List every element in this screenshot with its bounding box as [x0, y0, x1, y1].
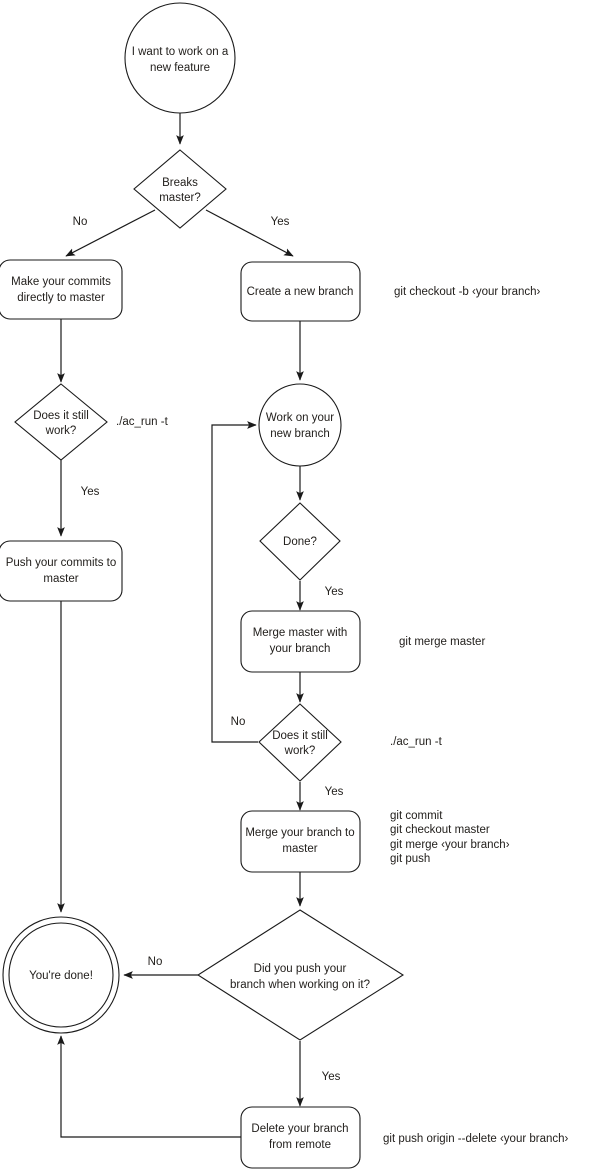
edge-label-breaks-no: No: [73, 216, 88, 228]
node-does-it-work-2[interactable]: Does it still work?: [258, 703, 342, 782]
create-branch-label: Create a new branch: [247, 286, 354, 298]
does-it-work-2-diamond: [258, 703, 342, 782]
node-make-commits[interactable]: Make your commits directly to master: [0, 259, 123, 320]
node-done-question[interactable]: Done?: [259, 502, 341, 581]
push-commits-label-line1: Push your commits to: [6, 557, 117, 569]
node-youre-done[interactable]: You're done!: [2, 916, 120, 1034]
node-work-on-branch[interactable]: Work on your new branch: [258, 383, 342, 467]
edge-label-does-it-work-2-no: No: [231, 716, 246, 728]
edge-label-did-you-push-yes: Yes: [322, 1071, 341, 1083]
edge-does-it-work2-no-loop-to-work-on-branch: [211, 421, 258, 743]
delete-branch-box: [240, 1106, 361, 1169]
does-it-work-2-label-line2: work?: [284, 745, 316, 757]
edge-label-does-it-work-2-yes: Yes: [325, 786, 344, 798]
youre-done-label: You're done!: [29, 970, 93, 982]
edge-label-does-it-work-1-yes: Yes: [81, 486, 100, 498]
annotation-git-checkout-master: git checkout master: [390, 824, 490, 836]
make-commits-label-line1: Make your commits: [11, 276, 111, 288]
annotation-git-commit: git commit: [390, 810, 443, 822]
edge-labels-group: No Yes Yes Yes No Yes No Yes: [73, 216, 344, 1083]
done-question-label: Done?: [283, 536, 317, 548]
does-it-work-1-diamond: [14, 383, 108, 461]
delete-branch-label-line1: Delete your branch: [251, 1123, 348, 1135]
annotation-ac-run-1: ./ac_run -t: [116, 416, 169, 428]
annotation-git-merge-branch: git merge ‹your branch›: [390, 839, 510, 851]
annotation-git-push-origin-delete: git push origin --delete ‹your branch›: [383, 1133, 569, 1145]
annotation-ac-run-2: ./ac_run -t: [390, 736, 443, 748]
edge-breaks-yes-to-create-branch: [205, 209, 294, 257]
node-merge-master[interactable]: Merge master with your branch: [240, 610, 361, 673]
delete-branch-label-line2: from remote: [269, 1139, 331, 1151]
breaks-master-label-line2: master?: [159, 192, 201, 204]
youre-done-inner-circle: [8, 922, 114, 1028]
make-commits-box: [0, 259, 123, 320]
push-commits-box: [0, 540, 123, 602]
make-commits-label-line2: directly to master: [17, 292, 105, 304]
merge-master-label-line2: your branch: [270, 643, 331, 655]
node-start[interactable]: I want to work on a new feature: [124, 2, 236, 114]
does-it-work-1-label-line2: work?: [45, 425, 77, 437]
did-you-push-label-line2: branch when working on it?: [230, 979, 370, 991]
node-merge-branch[interactable]: Merge your branch to master: [240, 810, 361, 873]
edge-label-breaks-yes: Yes: [271, 216, 290, 228]
merge-branch-label-line2: master: [282, 843, 317, 855]
start-label-line1: I want to work on a: [132, 46, 229, 58]
edge-label-done-yes: Yes: [325, 586, 344, 598]
annotations-group: git checkout -b ‹your branch› ./ac_run -…: [116, 286, 569, 1145]
done-question-diamond: [259, 502, 341, 581]
breaks-master-diamond: [133, 149, 227, 229]
annotation-git-merge-master: git merge master: [399, 636, 485, 648]
edge-delete-branch-loop-to-youre-done: [57, 1035, 241, 1138]
node-create-branch[interactable]: Create a new branch: [240, 261, 361, 322]
edge-breaks-no-to-make-commits: [65, 209, 156, 257]
work-on-branch-label-line2: new branch: [270, 428, 329, 440]
node-did-you-push[interactable]: Did you push your branch when working on…: [196, 909, 405, 1041]
push-commits-label-line2: master: [43, 573, 78, 585]
start-label-line2: new feature: [150, 62, 210, 74]
node-breaks-master[interactable]: Breaks master?: [133, 149, 227, 229]
annotation-git-push: git push: [390, 853, 430, 865]
start-circle: [124, 2, 236, 114]
does-it-work-1-label-line1: Does it still: [33, 410, 89, 422]
work-on-branch-circle: [258, 383, 342, 467]
merge-branch-box: [240, 810, 361, 873]
did-you-push-label-line1: Did you push your: [254, 963, 347, 975]
merge-branch-label-line1: Merge your branch to: [245, 827, 354, 839]
create-branch-box: [240, 261, 361, 322]
edges-group: [57, 113, 304, 1138]
did-you-push-diamond: [196, 909, 405, 1041]
edge-label-did-you-push-no: No: [148, 956, 163, 968]
node-does-it-work-1[interactable]: Does it still work?: [14, 383, 108, 461]
merge-master-label-line1: Merge master with: [253, 627, 348, 639]
node-delete-branch[interactable]: Delete your branch from remote: [240, 1106, 361, 1169]
does-it-work-2-label-line1: Does it still: [272, 730, 328, 742]
breaks-master-label-line1: Breaks: [162, 177, 198, 189]
annotation-git-checkout: git checkout -b ‹your branch›: [394, 286, 541, 298]
merge-master-box: [240, 610, 361, 673]
node-push-commits[interactable]: Push your commits to master: [0, 540, 123, 602]
work-on-branch-label-line1: Work on your: [266, 412, 334, 424]
